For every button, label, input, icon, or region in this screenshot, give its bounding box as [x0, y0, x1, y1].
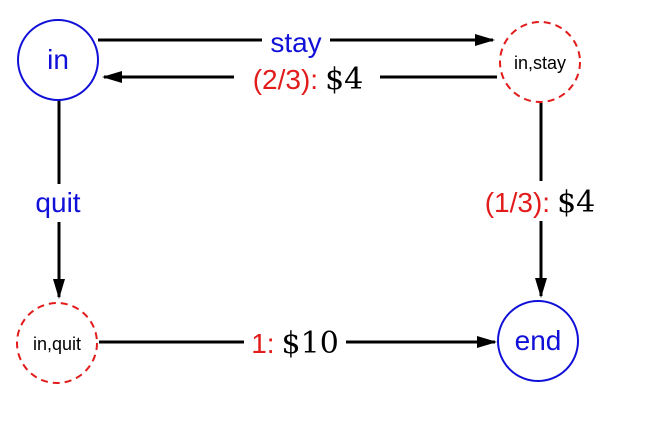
edge-to-end-label: (1/3):$4 [485, 185, 596, 220]
edge-quit-end-label-bg [244, 320, 346, 360]
edge-to-end-prob: (1/3) [485, 187, 543, 218]
node-in: in [17, 19, 99, 101]
node-end: end [497, 300, 579, 382]
edge-quit-label: quit [35, 187, 80, 218]
edge-quit-end-label: 1:$10 [251, 326, 339, 361]
edge-to-end-sep: : [542, 187, 550, 218]
node-in-quit-circle [16, 302, 98, 384]
edge-quit: quit [22, 100, 96, 299]
node-in-quit: in,quit [16, 302, 98, 384]
node-end-label: end [515, 325, 562, 356]
edge-back: (2/3):$4 [102, 58, 497, 97]
edge-stay-label: stay [270, 27, 321, 58]
node-end-circle [497, 300, 579, 382]
edge-quit-end-reward: $10 [282, 326, 339, 361]
edge-quit-end: 1:$10 [99, 320, 497, 361]
edge-to-end-reward: $4 [557, 185, 595, 220]
node-in-stay-circle [499, 21, 581, 103]
edge-back-reward: $4 [325, 62, 363, 97]
edge-back-prob: (2/3) [253, 64, 311, 95]
node-in-label: in [47, 44, 69, 75]
edge-quit-end-prob: 1 [251, 328, 267, 359]
edge-stay: stay [98, 25, 495, 58]
node-in-stay-label: in,stay [514, 53, 566, 73]
edge-quit-end-sep: : [267, 328, 275, 359]
node-in-stay: in,stay [499, 21, 581, 103]
edge-back-label: (2/3):$4 [253, 62, 364, 97]
node-in-quit-label: in,quit [33, 334, 81, 354]
node-in-circle [17, 19, 99, 101]
edge-to-end-label-bg [470, 181, 618, 221]
edge-back-sep: : [310, 64, 318, 95]
edge-to-end: (1/3):$4 [470, 103, 618, 298]
edge-stay-label-bg [262, 25, 330, 55]
edge-back-label-bg [234, 58, 380, 94]
edge-quit-label-bg [22, 184, 96, 222]
